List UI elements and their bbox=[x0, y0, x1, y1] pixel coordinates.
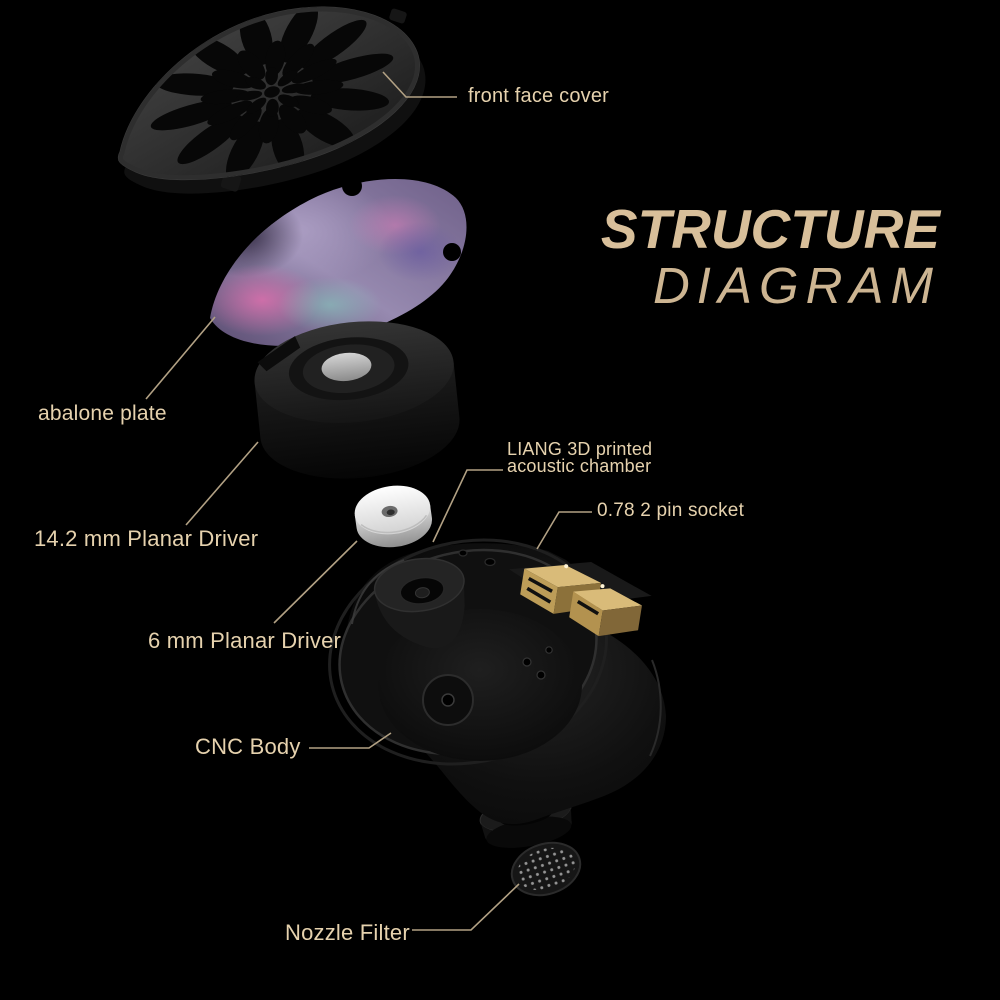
planar-driver-142-part bbox=[254, 321, 460, 479]
leader-planar-driver-142 bbox=[185, 441, 259, 526]
label-pin-socket: 0.78 2 pin socket bbox=[597, 500, 745, 521]
leader-acoustic-chamber bbox=[432, 469, 503, 543]
leader-front-face-cover bbox=[382, 71, 457, 98]
planar-driver-6-part bbox=[354, 485, 432, 548]
label-front-face-cover: front face cover bbox=[468, 85, 610, 107]
leader-pin-socket bbox=[536, 511, 592, 550]
pin-socket-part bbox=[508, 562, 652, 637]
acoustic-chamber-part bbox=[373, 557, 465, 649]
title-line-structure: STRUCTURE bbox=[600, 198, 940, 260]
abalone-plate-part bbox=[210, 176, 467, 352]
label-planar-driver-6: 6 mm Planar Driver bbox=[148, 628, 342, 653]
diagram-title: STRUCTURE DIAGRAM bbox=[600, 198, 940, 314]
leader-cnc-body bbox=[309, 732, 392, 749]
label-cnc-body: CNC Body bbox=[195, 734, 301, 759]
label-nozzle-filter: Nozzle Filter bbox=[285, 920, 410, 945]
leader-lines bbox=[145, 71, 592, 931]
cnc-body-part bbox=[328, 538, 666, 848]
title-line-diagram: DIAGRAM bbox=[652, 257, 940, 314]
nozzle-filter-part bbox=[510, 841, 582, 897]
front-face-cover-part bbox=[117, 6, 426, 194]
label-planar-driver-142: 14.2 mm Planar Driver bbox=[34, 526, 259, 551]
leader-nozzle-filter bbox=[412, 883, 520, 931]
leader-planar-driver-6 bbox=[273, 540, 358, 624]
label-acoustic-chamber: LIANG 3D printed acoustic chamber bbox=[507, 439, 653, 476]
label-abalone-plate: abalone plate bbox=[38, 402, 167, 425]
leader-abalone-plate bbox=[145, 316, 216, 400]
